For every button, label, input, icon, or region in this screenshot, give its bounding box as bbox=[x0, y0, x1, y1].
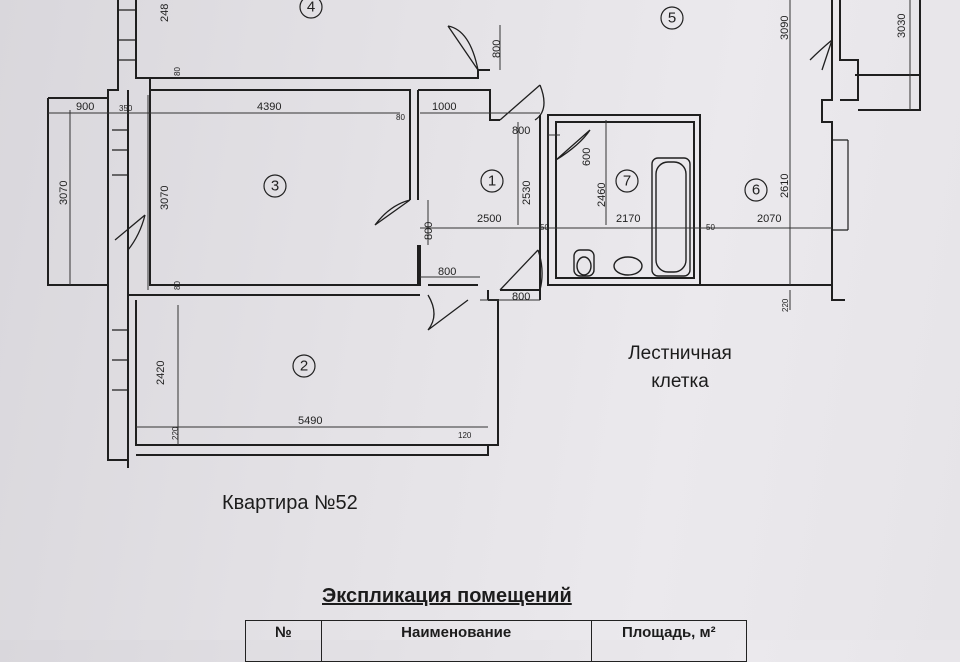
explication-title: Экспликация помещений bbox=[322, 585, 572, 607]
sink-icon bbox=[613, 256, 643, 276]
dim-3070-balcony: 3070 bbox=[58, 181, 70, 205]
bathroom-fixtures bbox=[573, 157, 691, 277]
dim-600: 600 bbox=[581, 148, 593, 166]
dim-2460: 2460 bbox=[596, 183, 608, 207]
dim-2070: 2070 bbox=[757, 213, 781, 225]
dim-5490: 5490 bbox=[298, 415, 322, 427]
dim-80-mid: 80 bbox=[396, 113, 405, 122]
explication-table: № Наименование Площадь, м² bbox=[245, 620, 747, 662]
dim-2420: 2420 bbox=[155, 361, 167, 385]
dim-50-right: 50 bbox=[706, 223, 715, 232]
apartment-label: Квартира №52 bbox=[222, 492, 358, 514]
room-markers: 4 5 3 1 7 6 2 bbox=[263, 0, 768, 378]
dim-350: 350 bbox=[119, 104, 133, 113]
dim-3070-room3: 3070 bbox=[159, 186, 171, 210]
dim-900: 900 bbox=[76, 101, 94, 113]
room-number-1: 1 bbox=[488, 173, 496, 190]
room-number-7: 7 bbox=[623, 173, 631, 190]
room-number-4: 4 bbox=[307, 0, 315, 16]
dim-3030: 3030 bbox=[896, 14, 908, 38]
dim-2170: 2170 bbox=[616, 213, 640, 225]
floor-plan-sheet: 4 5 3 1 7 6 2 248 800 3090 3030 80 900 3… bbox=[47, 0, 921, 662]
floor-plan-drawing: 4 5 3 1 7 6 2 248 800 3090 3030 80 900 3… bbox=[47, 0, 921, 468]
room-number-5: 5 bbox=[668, 10, 676, 27]
dim-80-bottom: 80 bbox=[173, 281, 182, 290]
dim-120: 120 bbox=[458, 431, 472, 440]
room-number-6: 6 bbox=[752, 182, 760, 199]
dim-800-corridor: 800 bbox=[512, 125, 530, 137]
walls bbox=[47, 0, 921, 468]
toilet-icon bbox=[573, 249, 595, 277]
table-header-area: Площадь, м² bbox=[621, 624, 716, 641]
dimension-lines bbox=[48, 0, 911, 445]
stairwell-label-line1: Лестничная bbox=[628, 343, 732, 364]
dim-1000: 1000 bbox=[432, 101, 456, 113]
dim-220-bottom: 220 bbox=[171, 426, 180, 440]
dim-800-door1: 800 bbox=[512, 291, 530, 303]
table-header-name: Наименование bbox=[322, 621, 592, 661]
room-number-3: 3 bbox=[271, 178, 279, 195]
dimension-labels: 248 800 3090 3030 80 900 350 4390 80 100… bbox=[58, 4, 908, 440]
dim-3090: 3090 bbox=[779, 16, 791, 40]
dim-50-left: 50 bbox=[540, 223, 549, 232]
dim-248: 248 bbox=[159, 4, 171, 22]
dim-2610: 2610 bbox=[779, 174, 791, 198]
table-header-number: № bbox=[246, 621, 322, 661]
dim-220-right: 220 bbox=[781, 298, 790, 312]
dim-2530: 2530 bbox=[521, 181, 533, 205]
dim-800-door2: 800 bbox=[438, 266, 456, 278]
dim-2500: 2500 bbox=[477, 213, 501, 225]
room-number-2: 2 bbox=[300, 358, 308, 375]
dim-800-door3: 800 bbox=[423, 222, 435, 240]
bathtub-icon bbox=[651, 157, 691, 277]
stairwell-label: Лестничная клетка bbox=[590, 340, 770, 396]
dim-4390: 4390 bbox=[257, 101, 281, 113]
dim-80-top: 80 bbox=[173, 67, 182, 76]
dim-800-top: 800 bbox=[491, 40, 503, 58]
stairwell-label-line2: клетка bbox=[651, 371, 709, 392]
